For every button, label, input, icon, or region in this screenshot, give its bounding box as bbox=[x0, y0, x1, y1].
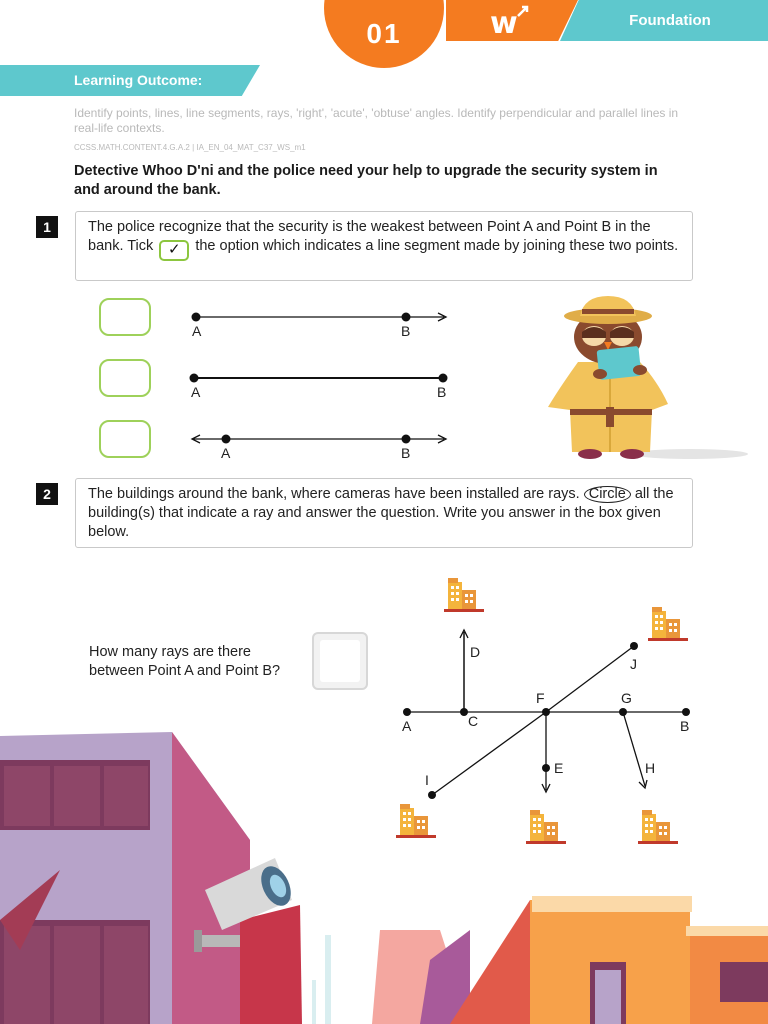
point-label-d: D bbox=[470, 644, 480, 660]
rays-question-text: How many rays are there between Point A … bbox=[89, 644, 281, 679]
learning-outcome-text: Identify points, lines, line segments, r… bbox=[74, 106, 679, 135]
point-label-b: B bbox=[680, 718, 689, 734]
option-1-ray-figure: A B bbox=[191, 312, 448, 339]
option-2-segment-figure: A B bbox=[189, 373, 448, 400]
option-2-tick-box[interactable] bbox=[99, 359, 151, 397]
detective-owl-illustration bbox=[548, 296, 748, 459]
level-label: Foundation bbox=[629, 12, 711, 29]
point-label-i: I bbox=[425, 772, 429, 788]
point-label-h: H bbox=[645, 760, 655, 776]
logo-arrow-icon bbox=[517, 5, 529, 17]
point-label-f: F bbox=[536, 690, 545, 706]
bank-scene-illustration bbox=[0, 732, 768, 1024]
circle-example-word: Circle bbox=[583, 486, 631, 503]
option-2-label-b: B bbox=[437, 384, 446, 400]
question-2-text-after: all the building(s) that indicate a ray … bbox=[88, 486, 674, 540]
building-top-right-icon bbox=[648, 607, 688, 641]
answer-box-inner[interactable] bbox=[320, 640, 360, 682]
question-2-box: The buildings around the bank, where cam… bbox=[75, 478, 693, 548]
rays-figure: A B C D E F G H I J bbox=[396, 578, 690, 844]
security-camera-icon bbox=[194, 858, 292, 952]
option-1-label-a: A bbox=[192, 323, 202, 339]
option-1-label-b: B bbox=[401, 323, 410, 339]
intro-text: Detective Whoo D'ni and the police need … bbox=[74, 163, 658, 198]
question-1-box: The police recognize that the security i… bbox=[75, 211, 693, 281]
question-1-text-after: the option which indicates a line segmen… bbox=[195, 238, 679, 254]
tick-symbol: ✓ bbox=[168, 241, 181, 258]
option-figures: A B A B A B bbox=[189, 312, 448, 461]
header-teal-band bbox=[560, 0, 768, 41]
point-label-g: G bbox=[621, 690, 632, 706]
question-number-1: 1 bbox=[36, 216, 58, 238]
option-3-line-figure: A B bbox=[190, 434, 448, 461]
worksheet-number: 01 bbox=[366, 18, 402, 49]
learning-outcome-title: Learning Outcome: bbox=[74, 72, 203, 88]
question-2-text-before: The buildings around the bank, where cam… bbox=[88, 486, 580, 502]
option-2-label-a: A bbox=[191, 384, 201, 400]
option-3-tick-box[interactable] bbox=[99, 420, 151, 458]
learning-outcome-banner bbox=[0, 65, 260, 96]
option-3-label-a: A bbox=[221, 445, 231, 461]
header-orange-band bbox=[446, 0, 578, 41]
point-label-a: A bbox=[402, 718, 412, 734]
point-label-e: E bbox=[554, 760, 563, 776]
option-1-tick-box[interactable] bbox=[99, 298, 151, 336]
tick-example-icon: ✓ bbox=[159, 240, 190, 261]
question-number-2: 2 bbox=[36, 483, 58, 505]
option-3-label-b: B bbox=[401, 445, 410, 461]
point-label-j: J bbox=[630, 656, 637, 672]
standard-code: CCSS.MATH.CONTENT.4.G.A.2 | IA_EN_04_MAT… bbox=[74, 143, 306, 152]
building-top-center-icon bbox=[444, 578, 484, 612]
brand-logo-icon: w bbox=[490, 6, 518, 41]
point-label-c: C bbox=[468, 713, 478, 729]
question-1-text-before: The police recognize that the security i… bbox=[88, 219, 651, 254]
